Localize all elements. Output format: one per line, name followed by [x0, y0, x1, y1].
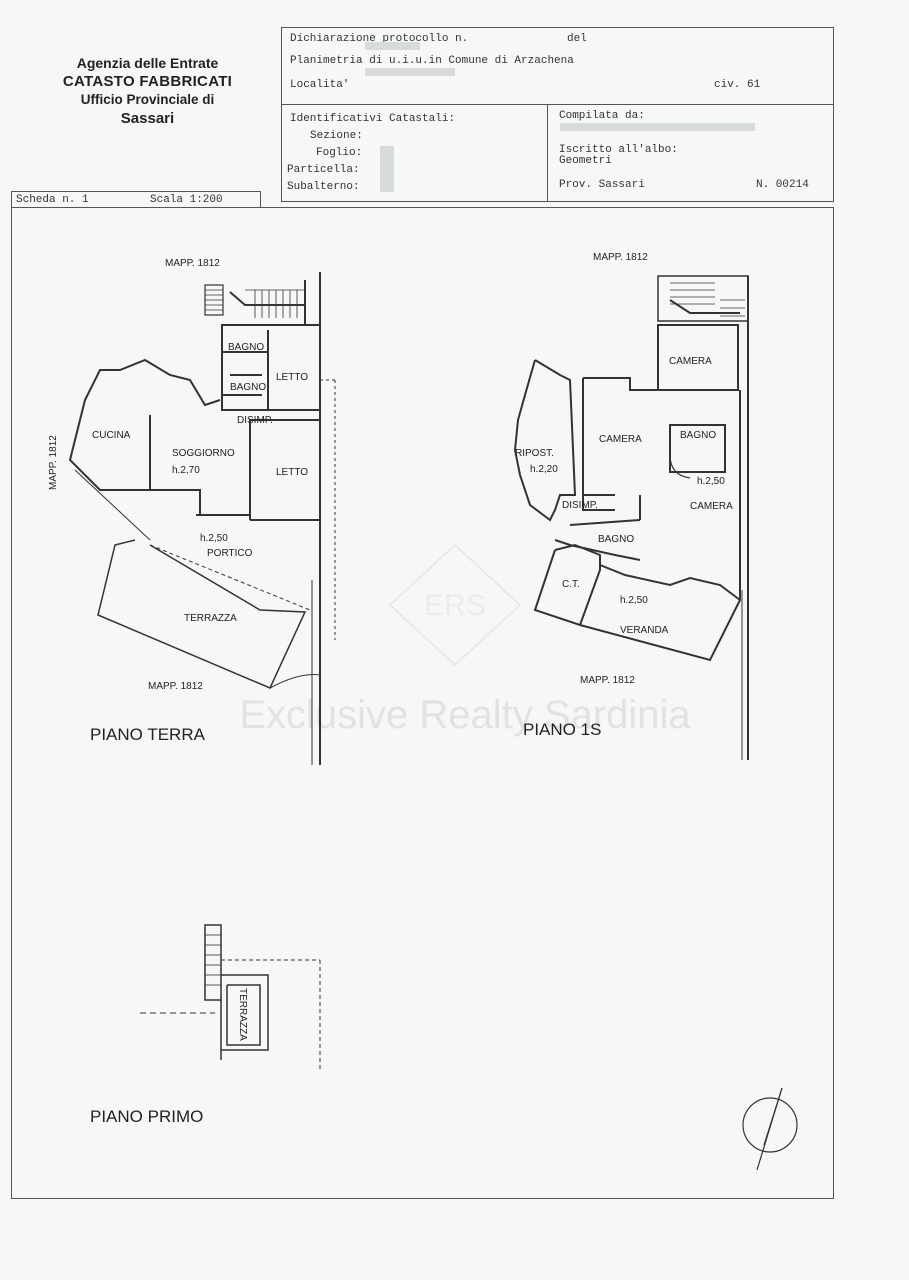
- room-bagno-1: BAGNO: [228, 342, 264, 353]
- title-piano-terra: PIANO TERRA: [90, 725, 206, 744]
- ufficio-label: Ufficio Provinciale di: [80, 92, 215, 108]
- labels-piano-1s: MAPP. 1812 CAMERA CAMERA BAGNO RIPOST. h…: [515, 252, 733, 739]
- subalterno-label: Subalterno:: [287, 181, 360, 193]
- mapp-label-terra-top: MAPP. 1812: [165, 258, 220, 269]
- protocol-label: Dichiarazione protocollo n.: [290, 33, 469, 45]
- title-piano-1s: PIANO 1S: [523, 720, 601, 739]
- plan-piano-primo: [140, 924, 321, 1070]
- room-letto-2: LETTO: [276, 467, 308, 478]
- room-letto-1: LETTO: [276, 372, 308, 383]
- north-arrow-icon: [742, 1087, 798, 1171]
- room-cucina: CUCINA: [92, 430, 131, 441]
- planimetria-line: Planimetria di u.i.u.in Comune di Arzach…: [290, 55, 574, 67]
- room-disimp-1s: DISIMP.: [562, 500, 598, 511]
- height-portico: h.2,50: [200, 533, 228, 544]
- iscritto-value: Geometri: [559, 155, 612, 167]
- height-soggiorno: h.2,70: [172, 465, 200, 476]
- mapp-label-terra-bottom: MAPP. 1812: [148, 681, 203, 692]
- provincia-name: Sassari: [120, 109, 175, 127]
- foglio-redaction: [380, 146, 394, 192]
- provincia-label: Prov. Sassari: [559, 179, 645, 191]
- numero-iscrizione: N. 00214: [756, 179, 809, 191]
- agency-name: Agenzia delle Entrate: [76, 55, 219, 71]
- room-camera-2: CAMERA: [599, 434, 642, 445]
- room-ripost: RIPOST.: [515, 448, 554, 459]
- foglio-label: Foglio:: [316, 147, 363, 159]
- height-ripost: h.2,20: [530, 464, 558, 475]
- room-terrazza-terra: TERRAZZA: [184, 613, 237, 624]
- room-disimp-terra: DISIMP.: [237, 415, 273, 426]
- room-soggiorno: SOGGIORNO: [172, 448, 235, 459]
- room-veranda: VERANDA: [620, 625, 669, 636]
- identificativi-label: Identificativi Catastali:: [290, 113, 456, 125]
- height-veranda: h.2,50: [620, 595, 648, 606]
- civico: civ. 61: [714, 79, 761, 91]
- room-terrazza-primo: TERRAZZA: [237, 988, 248, 1041]
- watermark-logo: ERS: [388, 543, 522, 667]
- title-piano-primo: PIANO PRIMO: [90, 1107, 203, 1126]
- protocol-del: del: [567, 33, 587, 45]
- drawing-frame: [11, 207, 834, 1199]
- room-bagno-1s-1: BAGNO: [680, 430, 716, 441]
- header-compilata-box: [547, 104, 834, 202]
- mapp-label-terra-left: MAPP. 1812: [48, 435, 59, 490]
- agency-block: Agenzia delle Entrate CATASTO FABBRICATI…: [40, 55, 255, 127]
- sezione-label: Sezione:: [310, 130, 363, 142]
- localita-redaction: [365, 68, 455, 76]
- plan-piano-terra: [68, 272, 336, 765]
- height-camera-3: h.2,50: [697, 476, 725, 487]
- compilata-label: Compilata da:: [559, 110, 645, 122]
- scheda-box: [11, 191, 261, 208]
- particella-label: Particella:: [287, 164, 360, 176]
- scala-label: Scala 1:200: [150, 194, 223, 206]
- room-ct: C.T.: [562, 579, 580, 590]
- room-bagno-2: BAGNO: [230, 382, 266, 393]
- room-camera-1: CAMERA: [669, 356, 712, 367]
- protocol-redaction: [365, 42, 420, 50]
- watermark-text: Exclusive Realty Sardinia: [239, 693, 691, 737]
- compilata-redaction: [560, 123, 755, 131]
- room-bagno-1s-2: BAGNO: [598, 534, 634, 545]
- mapp-label-1s-top: MAPP. 1812: [593, 252, 648, 263]
- watermark-logo-text: ERS: [424, 589, 486, 622]
- iscritto-label: Iscritto all'albo:: [559, 144, 678, 156]
- scheda-label: Scheda n. 1: [16, 194, 89, 206]
- room-portico: PORTICO: [207, 548, 253, 559]
- localita-label: Localita': [290, 79, 350, 91]
- labels-piano-terra: MAPP. 1812 MAPP. 1812 BAGNO BAGNO LETTO …: [48, 258, 308, 744]
- catasto-title: CATASTO FABBRICATI: [62, 73, 233, 91]
- mapp-label-1s-bottom: MAPP. 1812: [580, 675, 635, 686]
- plan-piano-1s: [513, 275, 749, 760]
- room-camera-3: CAMERA: [690, 501, 733, 512]
